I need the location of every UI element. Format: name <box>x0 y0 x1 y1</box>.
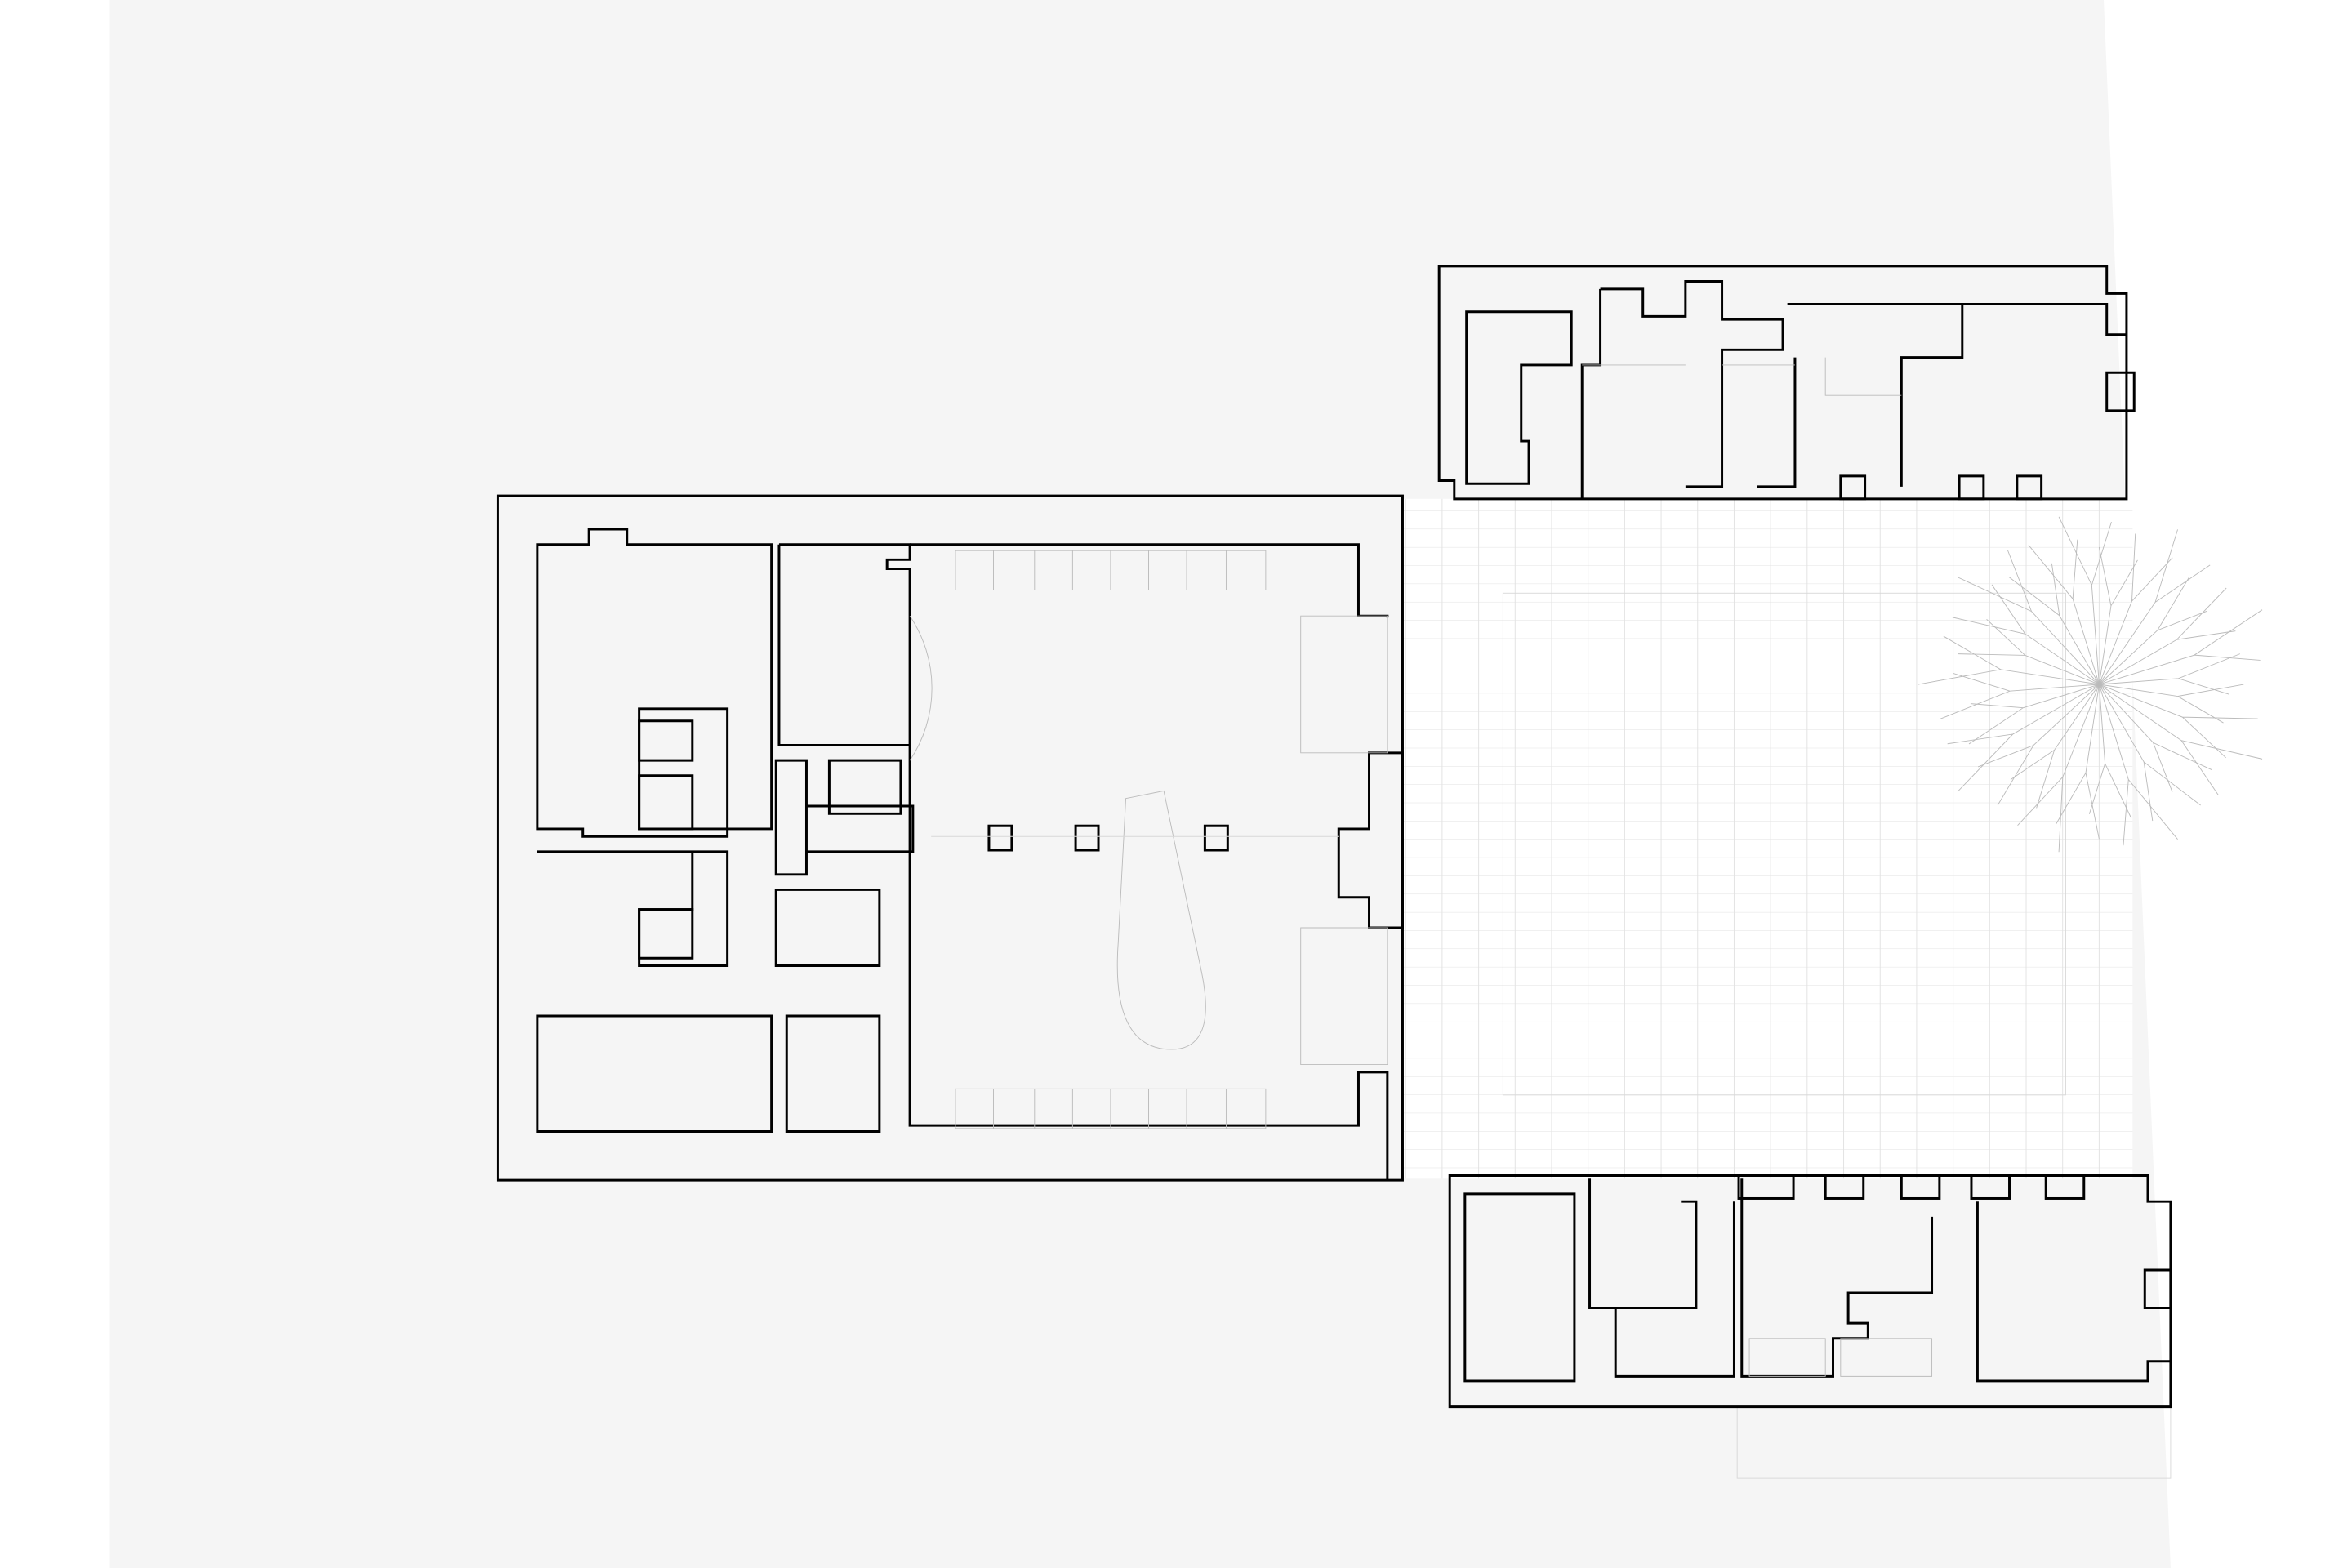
tree-branch <box>2099 577 2207 685</box>
tree-branch <box>1968 684 2100 745</box>
tree-branch <box>1977 684 2100 806</box>
tree-branch <box>2098 533 2173 685</box>
tree-branch <box>1947 684 2100 792</box>
courtyard-inner-field <box>1502 592 2066 1096</box>
tree-branch <box>2099 653 2241 695</box>
tree-icon <box>1918 516 2263 853</box>
south-wing <box>1448 1174 2172 1409</box>
tree-branch <box>2099 684 2258 759</box>
tree-branch <box>2010 684 2100 808</box>
tree-branch <box>2088 684 2132 819</box>
tree-branch <box>2098 546 2138 685</box>
main-building <box>496 494 1404 1182</box>
tree-branch <box>1957 549 2100 685</box>
tree-branch <box>2098 684 2178 846</box>
tree-branch <box>2098 684 2201 822</box>
tree-branch <box>2058 516 2112 685</box>
tree-branch <box>2099 684 2263 796</box>
tree-branch <box>2028 539 2100 685</box>
tree-branch <box>1918 635 2100 685</box>
courtyard-paving <box>1402 498 2133 1179</box>
tree-branch <box>1958 618 2100 685</box>
tree-branch <box>2099 609 2263 685</box>
tree-branch <box>2099 684 2244 724</box>
tree-branch <box>2099 529 2211 685</box>
tree-branch <box>1952 584 2100 685</box>
tree-branch <box>2008 563 2100 685</box>
tree-branch <box>2099 587 2236 685</box>
tree-branch <box>2099 684 2212 792</box>
north-wing <box>1437 265 2136 501</box>
tree-branch <box>2017 684 2100 853</box>
